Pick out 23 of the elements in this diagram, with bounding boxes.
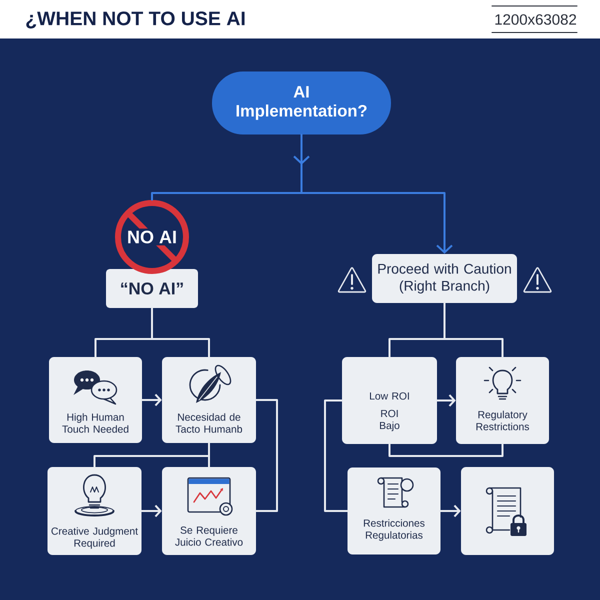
info-card: Low ROI ROI Bajo	[342, 357, 437, 444]
title: ¿WHEN NOT TO USE AI	[26, 12, 245, 28]
connector-line	[151, 307, 210, 358]
arrow	[440, 504, 461, 518]
prohibition-sign: NO AI	[115, 200, 189, 274]
arrow	[140, 504, 162, 518]
arrow	[436, 394, 456, 407]
info-card: Necesidad de Tacto Humanb	[162, 357, 256, 443]
arrow	[141, 394, 162, 406]
connector-line	[388, 443, 504, 457]
connector-line	[324, 400, 348, 512]
process-box: Proceed with Caution (Right Branch)	[372, 254, 517, 303]
connector-line	[255, 399, 278, 512]
question-pill: AI Implementation?	[212, 72, 391, 134]
info-card: Creative Judgment Required	[48, 467, 142, 555]
arrow	[300, 134, 453, 254]
connector-line	[444, 302, 504, 358]
label-box: “NO AI”	[106, 269, 198, 308]
info-card: Restricciones Regulatorias	[348, 468, 440, 554]
info-card: Regulatory Restrictions	[456, 357, 549, 444]
header-label: 1200x63082	[495, 14, 576, 25]
info-card: High Human Touch Needed	[49, 357, 142, 443]
connector-line	[208, 442, 210, 468]
